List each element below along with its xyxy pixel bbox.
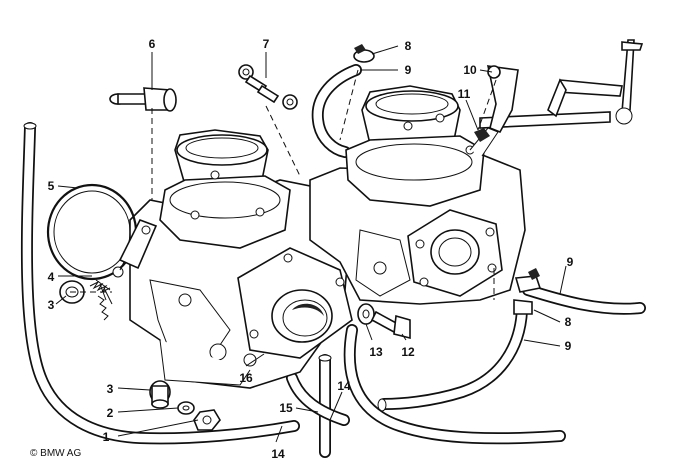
callout-11: 11 [458,87,471,101]
callout-6: 6 [149,37,156,51]
callout-labels: 1 2 3 3 4 5 6 7 8 8 9 9 9 10 11 12 13 14… [48,37,574,461]
hose-right-upper [522,284,646,315]
carburetor-left [129,129,351,389]
callout-15: 15 [279,401,293,415]
callout-8-right: 8 [565,315,572,329]
nut-11 [474,128,490,142]
washer-2 [177,401,195,415]
nut-1 [193,409,221,431]
guide-lines [70,69,497,300]
hose-center-lower [343,324,566,445]
bolt-6 [109,87,177,112]
fitting-3-lower [149,380,171,409]
hose-clamp-8-right [513,268,542,315]
callout-9-right-upper: 9 [567,255,574,269]
callout-1: 1 [103,430,110,444]
bolt-12 [370,310,411,340]
callout-12: 12 [401,345,415,359]
copyright-text: © BMW AG [30,448,81,459]
callout-16: 16 [239,371,253,385]
callout-8-top: 8 [405,39,412,53]
rod-end-7 [238,64,298,110]
throttle-linkage-rod [479,39,644,129]
leader-lines [55,45,567,443]
washer-13 [357,303,375,325]
callout-10: 10 [463,63,477,77]
intake-flange-left [237,247,353,359]
callout-9-top: 9 [405,63,412,77]
carburetor-right [309,85,526,305]
callout-14-left: 14 [271,447,285,461]
fitting-10 [487,65,501,79]
callout-13: 13 [369,345,383,359]
hose-left-long [20,122,300,445]
linkage-arm-left [118,218,158,270]
callout-5: 5 [48,179,55,193]
hose-clamp-8-top [353,44,375,63]
callout-3-upper: 3 [48,298,55,312]
callout-4: 4 [48,270,55,284]
hose-under-carb [286,372,350,426]
callout-14-center: 14 [337,379,351,393]
callout-9-right-lower: 9 [565,339,572,353]
hose-upper-curved [311,64,362,158]
callout-7: 7 [263,37,270,51]
callout-3-lower: 3 [107,382,114,396]
callout-2: 2 [107,406,114,420]
